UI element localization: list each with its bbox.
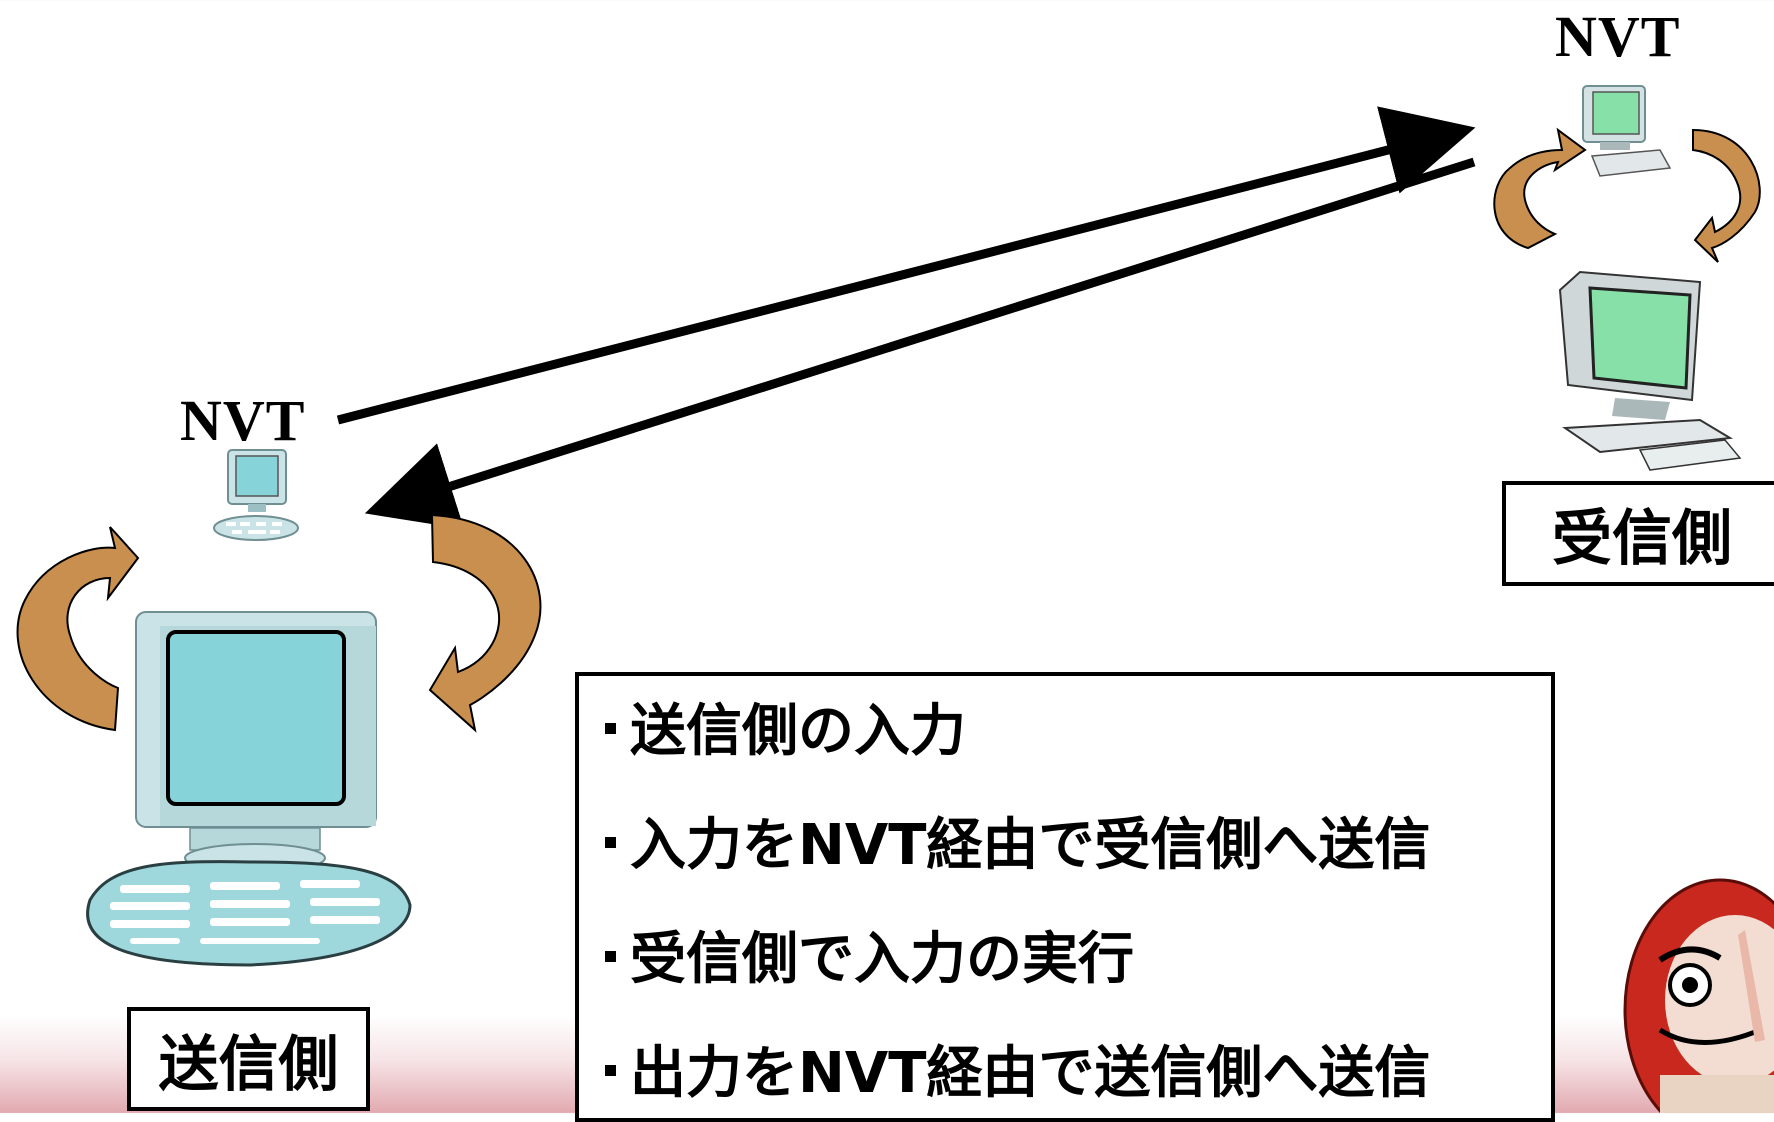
bullet-icon xyxy=(605,951,616,963)
sender-nvt-computer-icon xyxy=(213,449,299,541)
bullet-icon xyxy=(605,1065,616,1077)
receiver-loop-right-icon xyxy=(1692,128,1761,263)
sender-loop-left-icon xyxy=(16,526,140,732)
step-text: 受信側で入力の実行 xyxy=(630,927,1134,992)
step-text: 出力をNVT経由で送信側へ送信 xyxy=(630,1041,1431,1106)
receiver-computer-icon xyxy=(1558,270,1742,471)
step-item: 出力をNVT経由で送信側へ送信 xyxy=(605,1046,1430,1102)
sender-side-label: 送信側 xyxy=(127,1007,370,1111)
receiver-side-label: 受信側 xyxy=(1502,481,1774,586)
receiver-nvt-computer-icon xyxy=(1582,85,1672,177)
send-arrow xyxy=(336,106,1476,425)
bullet-icon xyxy=(605,837,616,849)
return-arrow xyxy=(364,157,1476,530)
step-text: 送信側の入力 xyxy=(630,699,966,764)
step-text: 入力をNVT経由で受信側へ送信 xyxy=(630,813,1431,878)
sender-computer-icon xyxy=(86,611,412,967)
sender-loop-right-icon xyxy=(428,513,542,733)
step-item: 送信側の入力 xyxy=(605,704,966,760)
receiver-loop-left-icon xyxy=(1493,127,1587,250)
process-steps-box: 送信側の入力 入力をNVT経由で受信側へ送信 受信側で入力の実行 出力をNVT経… xyxy=(575,672,1555,1122)
bullet-icon xyxy=(605,723,616,735)
step-item: 入力をNVT経由で受信側へ送信 xyxy=(605,818,1430,874)
step-item: 受信側で入力の実行 xyxy=(605,932,1134,988)
receiver-nvt-label: NVT xyxy=(1555,4,1681,69)
sender-nvt-label: NVT xyxy=(180,388,306,453)
daruma-icon xyxy=(1623,878,1774,1113)
